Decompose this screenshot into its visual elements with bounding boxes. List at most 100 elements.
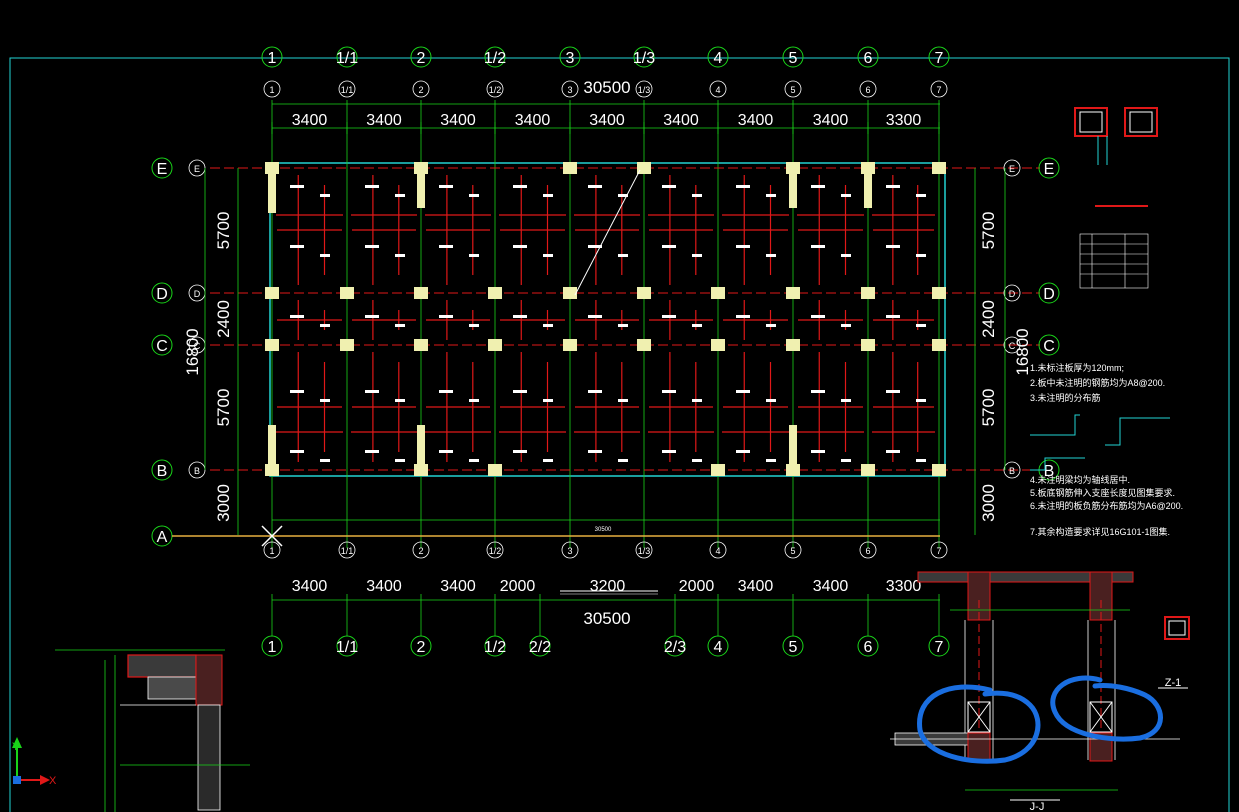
axis-bubble-top: 5 [782, 46, 804, 68]
rebar-tag [886, 185, 900, 188]
axis-bubble-small-label: 7 [936, 546, 941, 556]
axis-bubble-label: 1/2 [484, 639, 506, 656]
rebar-tag [439, 450, 453, 453]
row-bubble-small-label: D [194, 289, 201, 299]
rebar-tag [662, 390, 676, 393]
rebar-tag [841, 399, 851, 402]
axis-bubble-top: 6 [857, 46, 879, 68]
rebar-tag [692, 254, 702, 257]
row-bubble-label: B [1044, 463, 1055, 480]
axis-bubble-small-bottom: 1/1 [338, 541, 356, 559]
axis-bubble-label: 4 [714, 639, 723, 656]
rebar-tag [395, 254, 405, 257]
side-dim: 2400 [214, 300, 233, 338]
axis-bubble-small-label: 5 [790, 546, 795, 556]
row-bubble-small-label: E [1009, 164, 1015, 174]
row-bubble-label: A [157, 529, 168, 546]
column-block [563, 287, 577, 299]
rebar-tag [469, 399, 479, 402]
rebar-lines [276, 175, 935, 462]
axis-bubble-small-label: 1 [269, 85, 274, 95]
rebar-tag [736, 450, 750, 453]
axis-bubble-bottom: 2 [410, 606, 432, 657]
top-right-beam-sections [1074, 107, 1158, 207]
axis-bubble-top: 3 [559, 46, 581, 68]
rebar-tag [766, 324, 776, 327]
rebar-tag [916, 324, 926, 327]
column-block [932, 464, 946, 476]
row-bubble-right: EE [1003, 157, 1060, 179]
wall-segment [268, 168, 276, 213]
note-line-7: 7.其余构造要求详见16G101-1图集. [1030, 526, 1170, 537]
row-bubble-left: A [151, 525, 173, 547]
axis-bubble-small: 4 [709, 80, 727, 98]
row-bubble-small-label: C [194, 341, 201, 351]
axis-bubble-bottom: 1/1 [336, 606, 358, 657]
axis-bubble-small-label: 2 [418, 546, 423, 556]
rebar-tag [543, 194, 553, 197]
axis-bubble-small: 1/2 [486, 80, 504, 98]
rebar-tag [365, 185, 379, 188]
row-bubble-label: B [157, 463, 168, 480]
rebar-tag [320, 459, 330, 462]
ucs-y-label: Y [12, 741, 20, 753]
axis-bubble-label: 7 [935, 50, 944, 67]
rebar-tag [618, 399, 628, 402]
axis-bubble-top: 2 [410, 46, 432, 68]
rebar-tag [618, 194, 628, 197]
axis-bubble-bottom: 2/3 [664, 606, 686, 657]
row-bubble-label: D [156, 286, 168, 303]
rebar-tag [841, 324, 851, 327]
column-block [488, 287, 502, 299]
row-bubble-small-label: B [194, 466, 200, 476]
wall-section-detail [55, 649, 250, 812]
axis-bubble-small-label: 2 [418, 85, 423, 95]
span-dim: 3200 [590, 578, 626, 595]
rebar-tag [766, 254, 776, 257]
column-block [932, 287, 946, 299]
ucs-origin-marker [261, 525, 283, 547]
axis-bubble-small-label: 4 [715, 85, 720, 95]
rebar-tag [543, 399, 553, 402]
row-bubble-small-label: D [1009, 289, 1016, 299]
span-dim: 3400 [813, 578, 849, 595]
bottom-total-dim: 30500 [583, 609, 630, 628]
rebar-tag [469, 254, 479, 257]
axis-bubble-small-label: 4 [715, 546, 720, 556]
rebar-tag [886, 450, 900, 453]
ucs-x-label: X [49, 775, 57, 787]
column-z1-label: Z-1 [1165, 677, 1182, 689]
axis-bubble-small-label: 1/1 [341, 85, 354, 95]
span-dim: 3400 [366, 112, 402, 129]
column-block [932, 162, 946, 174]
rebar-tag [543, 254, 553, 257]
axis-bubble-small: 3 [561, 80, 579, 98]
wall-segment [417, 425, 425, 470]
rebar-tag [469, 324, 479, 327]
axis-bubble-label: 2/2 [529, 639, 551, 656]
wall-segment [417, 168, 425, 208]
rebar-tag [543, 459, 553, 462]
row-bubble-label: C [156, 338, 168, 355]
note-line-5: 5.板底钢筋伸入支座长度见图集要求. [1030, 487, 1175, 498]
rebar-tag [439, 315, 453, 318]
rebar-tag [662, 185, 676, 188]
rebar-tag [588, 450, 602, 453]
axis-bubble-bottom: 2/2 [529, 606, 551, 657]
section-jj-label: J-J [1030, 801, 1045, 812]
column-block [786, 339, 800, 351]
rebar-tag [811, 315, 825, 318]
side-dim: 5700 [214, 389, 233, 427]
axis-bubble-label: 3 [566, 50, 575, 67]
side-dim: 3000 [214, 484, 233, 522]
rebar-tag [662, 450, 676, 453]
axis-bubble-top: 1/3 [633, 46, 655, 68]
rebar-tag [766, 194, 776, 197]
highlight-annotations [917, 675, 1163, 764]
axis-bubble-label: 1/1 [336, 50, 358, 67]
